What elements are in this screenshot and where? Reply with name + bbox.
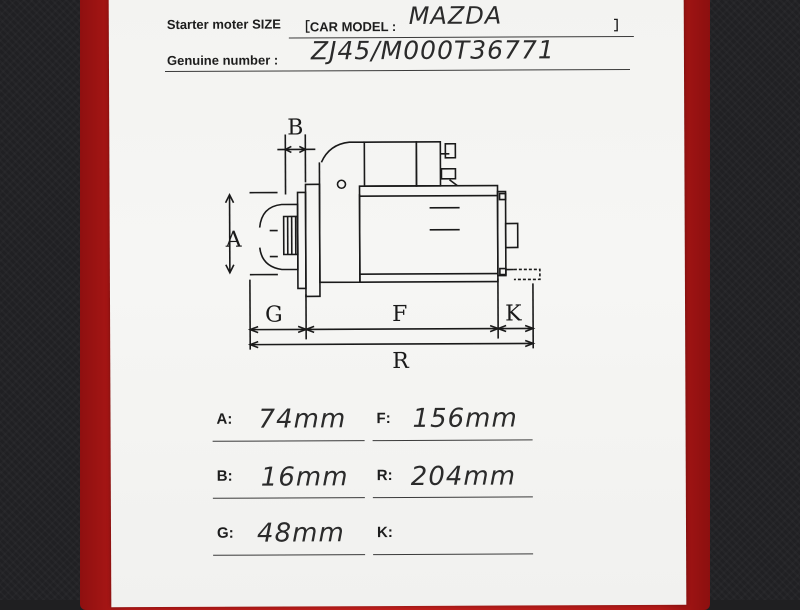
measurement-r-key: R: [377, 467, 393, 484]
measurement-r-value: 204mm [411, 461, 516, 491]
measurement-a-value: 74mm [258, 404, 346, 434]
starter-motor-diagram: A B G F K R [109, 0, 687, 607]
dimension-a-label: A [225, 228, 243, 253]
measurement-g-value: 48mm [257, 518, 345, 548]
dimension-f-label: F [392, 302, 407, 327]
measurement-b-value: 16mm [261, 462, 349, 492]
measurement-b-key: B: [217, 468, 233, 485]
measurement-a-key: A: [216, 411, 232, 428]
spec-sheet: Starter moter SIZE ［CAR MODEL : MAZDA ］ … [109, 0, 687, 607]
measurement-k-key: K: [377, 524, 393, 541]
motor-yoke [360, 186, 498, 283]
dimension-g-label: G [265, 303, 283, 328]
terminal-stud [514, 269, 540, 279]
solenoid-ear [321, 142, 364, 162]
measurement-g-key: G: [217, 525, 234, 542]
measurement-f-key: F: [376, 410, 390, 427]
measurement-f-value: 156mm [412, 403, 517, 433]
dimension-r-label: R [392, 349, 410, 374]
rear-end-cap [498, 192, 506, 276]
mounting-flange [298, 192, 306, 288]
dimension-k-label: K [505, 301, 522, 326]
solenoid-body [364, 142, 416, 186]
dimension-b-label: B [287, 115, 303, 140]
